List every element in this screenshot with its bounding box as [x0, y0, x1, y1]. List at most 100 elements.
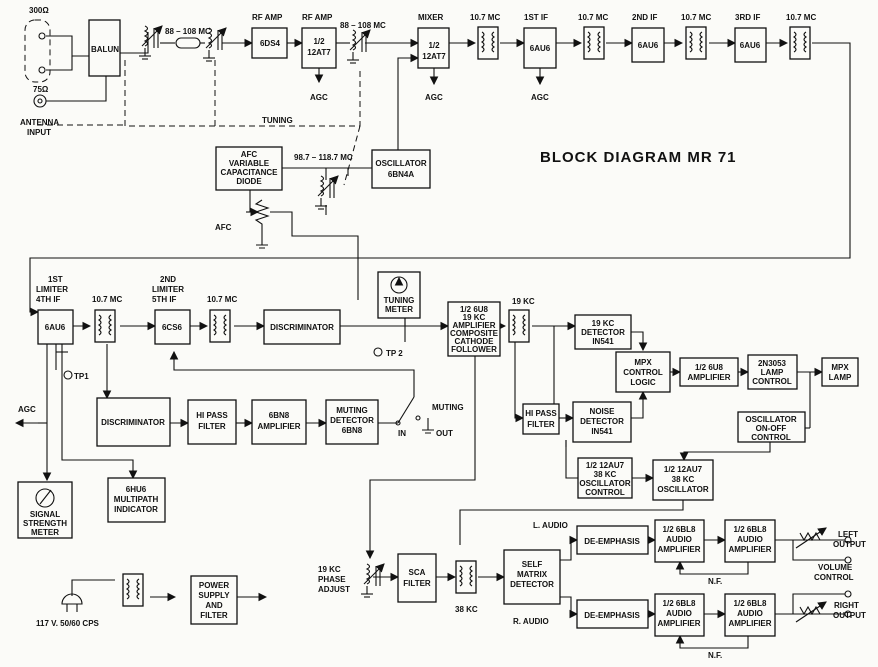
- hipass-muting-block: [187, 399, 237, 445]
- deemphasis-right-block: [576, 599, 649, 629]
- blocks-self-matrix-0-text: SELF: [522, 560, 543, 569]
- inputs-power-text: 117 V. 50/60 CPS: [36, 619, 100, 628]
- label-75-ohm: 75Ω: [33, 85, 49, 94]
- deemphasis-left-block: [576, 525, 649, 555]
- discriminator2-block: [96, 397, 171, 447]
- labels-right-out-line2-text: OUTPUT: [833, 611, 866, 620]
- blocks-afc-diode-2-text: CAPACITANCE: [220, 168, 278, 177]
- blocks-osc-ctrl-2-text: OSCILLATOR: [579, 479, 630, 488]
- if2-block: [631, 27, 665, 63]
- mixer-block: [417, 27, 450, 69]
- blocks-mpx-logic-2-text: LOGIC: [630, 378, 656, 387]
- labels-nf-text: N.F.: [708, 651, 722, 660]
- blocks-noise-det-0-text: NOISE: [590, 407, 616, 416]
- rf-amp-6ds4-block: [251, 27, 288, 59]
- labels-right-out-line1-text: RIGHT: [834, 601, 859, 610]
- transmission-line-icon: [175, 37, 201, 49]
- blocks: BALUN 6DS4 1/2 12AT7 1/2 12AT7 6AU6 6AU6…: [17, 19, 859, 637]
- blocks-phase-adj-1-text: PHASE: [318, 575, 346, 584]
- blocks-ss-meter-0-text: SIGNAL: [30, 510, 60, 519]
- blocks-audio-l2-2-text: AMPLIFIER: [728, 545, 771, 554]
- blocks-osc38-1-text: 38 KC: [672, 475, 695, 484]
- stage-labels-if2-text: 2ND IF: [632, 13, 657, 22]
- rf-tuned-circuit-1-icon: [139, 26, 162, 59]
- blocks-mpx-lamp-0-text: MPX: [831, 363, 849, 372]
- blocks-amp19-5-text: FOLLOWER: [451, 345, 497, 354]
- lamp-control-block: [747, 354, 798, 390]
- tp2-icon: [373, 347, 383, 357]
- freqs-if-freq-text: 10.7 MC: [681, 13, 711, 22]
- blocks-disc2-text: DISCRIMINATOR: [101, 418, 165, 427]
- blocks-limiter1-tube-text: 6AU6: [45, 323, 66, 332]
- blocks-limiter2-tube-text: 6CS6: [162, 323, 183, 332]
- labels-volume-line1-text: VOLUME: [818, 563, 853, 572]
- blocks-amp6bn8-1-text: AMPLIFIER: [257, 422, 300, 431]
- blocks-noise-det-1-text: DETECTOR: [580, 417, 624, 426]
- blocks-power-supply-3-text: FILTER: [200, 611, 228, 620]
- blocks-rf-tube1-text: 6DS4: [260, 39, 281, 48]
- power-supply-block: [190, 575, 238, 625]
- blocks-power-supply-2-text: AND: [205, 601, 223, 610]
- blocks-self-matrix-2-text: DETECTOR: [510, 580, 554, 589]
- audio-amp-l1-block: [654, 519, 705, 563]
- labels-agc-text: AGC: [310, 93, 328, 102]
- audio-amp-r2-block: [724, 593, 776, 637]
- blocks-audio-r1-0-text: 1/2 6BL8: [663, 599, 696, 608]
- blocks-muting-det-1-text: DETECTOR: [330, 416, 374, 425]
- stage-labels-if1-text: 1ST IF: [524, 13, 548, 22]
- labels-agc-text: AGC: [18, 405, 36, 414]
- rf-amp-12at7-block: [301, 27, 337, 69]
- rf-tuned-circuit-3-icon: [347, 30, 370, 63]
- antenna-input: 300Ω 75Ω ANTENNA INPUT: [20, 6, 59, 137]
- blocks-if1-tube-text: 6AU6: [530, 44, 551, 53]
- blocks-amp19-1-text: 19 KC: [463, 313, 486, 322]
- limiter1-block: [37, 309, 74, 345]
- blocks-audio-r1-1-text: AUDIO: [666, 609, 692, 618]
- blocks-mpx-logic-0-text: MPX: [634, 358, 652, 367]
- blocks-oscillator-1-text: 6BN4A: [388, 170, 414, 179]
- blocks-afc-diode-3-text: DIODE: [236, 177, 262, 186]
- blocks-audio-r2-0-text: 1/2 6BL8: [734, 599, 767, 608]
- blocks-rf-tube2-1-text: 12AT7: [307, 48, 331, 57]
- blocks-sca-1-text: FILTER: [403, 579, 431, 588]
- osc-control-block: [577, 457, 633, 499]
- stage-labels-limiter2-line1-text: 2ND: [160, 275, 176, 284]
- stage-labels-limiter1-line3-text: 4TH IF: [36, 295, 61, 304]
- sca-filter-block: [397, 553, 437, 603]
- freqs-if-freq-text: 10.7 MC: [207, 295, 237, 304]
- labels-muting-text: MUTING: [432, 403, 464, 412]
- blocks-audio-l2-1-text: AUDIO: [737, 535, 763, 544]
- blocks-lamp-ctrl-0-text: 2N3053: [758, 359, 787, 368]
- stage-labels-limiter2-line3-text: 5TH IF: [152, 295, 177, 304]
- blocks-amp19-4-text: CATHODE: [455, 337, 495, 346]
- detector-19kc-block: [574, 314, 632, 350]
- blocks-mpx-amp-1-text: AMPLIFIER: [687, 373, 730, 382]
- blocks-oscillator-0-text: OSCILLATOR: [375, 159, 426, 168]
- blocks-osc-ctrl-0-text: 1/2 12AU7: [586, 461, 625, 470]
- diagram-title: BLOCK DIAGRAM MR 71: [540, 149, 737, 166]
- afc-potentiometer-icon: [254, 199, 270, 245]
- freqs-subcarrier-text: 38 KC: [455, 605, 478, 614]
- blocks-balun-text: BALUN: [91, 45, 119, 54]
- blocks-osc-onoff-2-text: CONTROL: [751, 433, 791, 442]
- blocks-ss-meter-2-text: METER: [31, 528, 59, 537]
- blocks-discriminator-text: DISCRIMINATOR: [270, 323, 334, 332]
- mpx-amp-block: [679, 357, 739, 387]
- afc-diode-block: [215, 146, 283, 191]
- mpx-logic-block: [615, 351, 671, 393]
- blocks-phase-adj-2-text: ADJUST: [318, 585, 350, 594]
- labels-agc-text: AGC: [531, 93, 549, 102]
- blocks-mpx-lamp-1-text: LAMP: [829, 373, 852, 382]
- labels-in-text: IN: [398, 429, 406, 438]
- blocks-self-matrix-1-text: MATRIX: [517, 570, 548, 579]
- blocks-rf-tube2-0-text: 1/2: [313, 37, 325, 46]
- labels-tp2-text: TP 2: [386, 349, 403, 358]
- limiter2-block: [154, 309, 191, 345]
- blocks-multipath-2-text: INDICATOR: [114, 505, 158, 514]
- labels-left-out-line2-text: OUTPUT: [833, 540, 866, 549]
- blocks-audio-r1-2-text: AMPLIFIER: [657, 619, 700, 628]
- balun-block: [88, 19, 121, 77]
- blocks-lamp-ctrl-1-text: LAMP: [761, 368, 784, 377]
